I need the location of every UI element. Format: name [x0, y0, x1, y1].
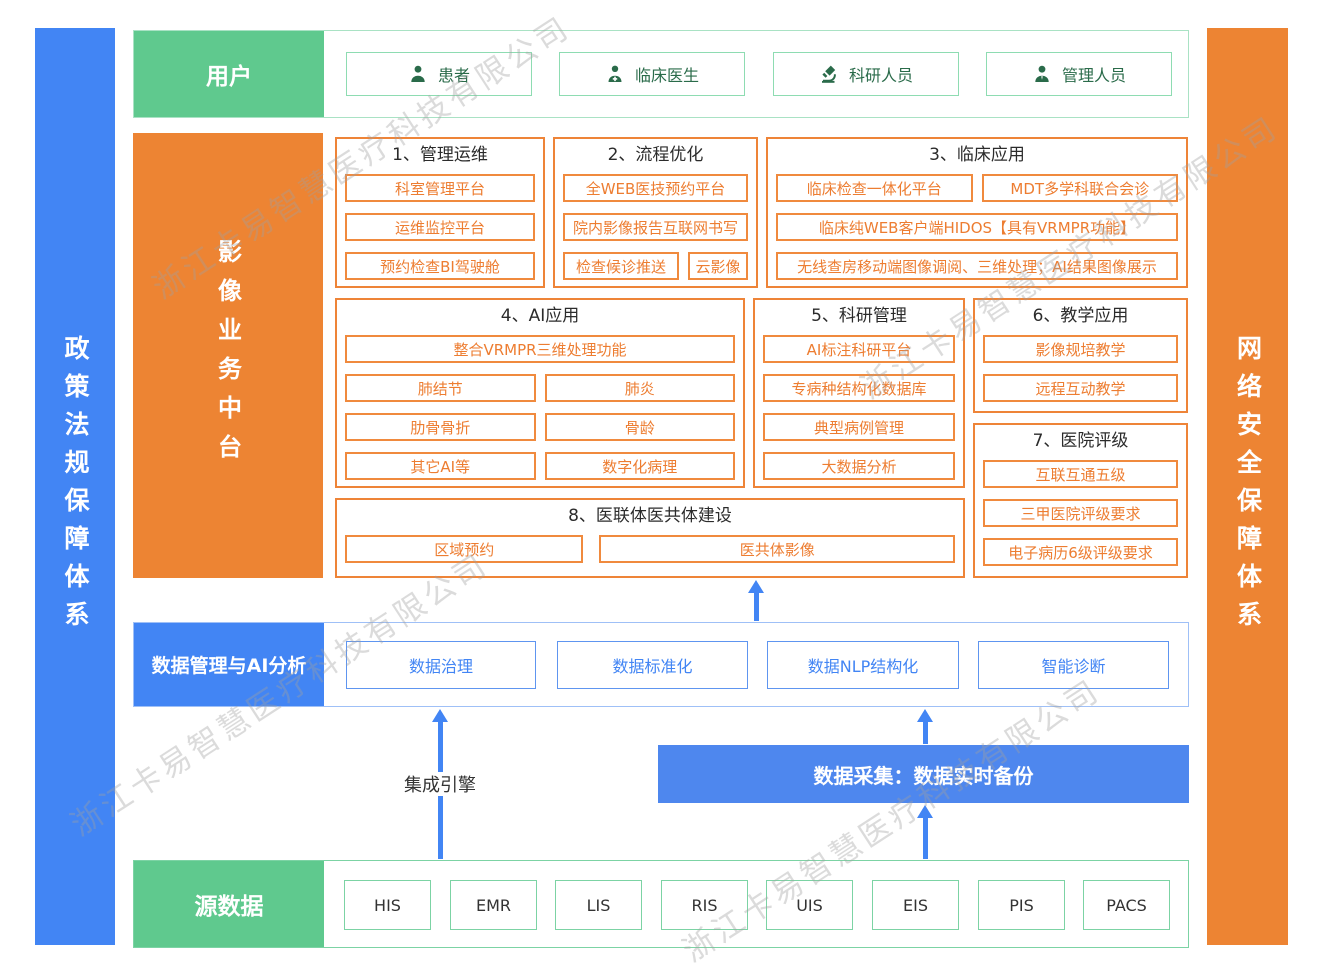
user-researcher-box: 科研人员: [773, 52, 959, 96]
data-management-row: 数据管理与AI分析 数据治理 数据标准化 数据NLP结构化 智能诊断: [133, 622, 1189, 707]
policy-regulation-bar: 政策法规保障体系: [35, 28, 115, 945]
item-ops-monitor-platform: 运维监控平台: [345, 213, 535, 241]
section-6-title: 6、教学应用: [1032, 306, 1129, 326]
manager-icon: [1035, 65, 1049, 82]
source-data-row: 源数据 HIS EMR LIS RIS UIS EIS PIS PACS: [133, 860, 1189, 948]
item-web-client-hidos: 临床纯WEB客户端HIDOS【具有VRMPR功能】: [776, 213, 1178, 241]
item-internet-report-writing: 院内影像报告互联网书写: [563, 213, 748, 241]
user-manager-box: 管理人员: [986, 52, 1172, 96]
item-other-ai: 其它AI等: [345, 452, 536, 480]
network-security-bar: 网络安全保障体系: [1207, 28, 1288, 945]
user-doctor-label: 临床医生: [634, 66, 699, 85]
item-data-nlp-structuring: 数据NLP结构化: [767, 641, 959, 689]
source-uis-box: UIS: [766, 880, 853, 930]
section-8-title: 8、医联体医共体建设: [568, 506, 732, 526]
arrow-integration-head: [432, 709, 448, 722]
user-researcher-label: 科研人员: [848, 66, 913, 85]
arrow-collect-up-head: [917, 709, 933, 722]
item-imaging-training: 影像规培教学: [983, 335, 1178, 363]
item-disease-structured-db: 专病种结构化数据库: [763, 374, 955, 402]
item-clinical-exam-platform: 临床检查一体化平台: [776, 174, 973, 202]
doctor-icon: [608, 65, 622, 82]
user-patient-box: 患者: [346, 52, 532, 96]
users-row: 用户 患者 临床医生 科研人员 管理人员: [133, 30, 1189, 118]
item-pneumonia: 肺炎: [544, 374, 735, 402]
section-medical-alliance: 8、医联体医共体建设 区域预约 医共体影像: [335, 498, 965, 578]
item-lung-nodule: 肺结节: [345, 374, 536, 402]
integration-engine-label: 集成引擎: [398, 772, 482, 796]
item-digital-pathology: 数字化病理: [544, 452, 735, 480]
item-mdt-consultation: MDT多学科联合会诊: [981, 174, 1178, 202]
imaging-platform-label: 影像业务中台: [213, 238, 242, 473]
item-bi-cockpit: 预约检查BI驾驶舱: [345, 252, 535, 280]
item-ai-annotation-platform: AI标注科研平台: [763, 335, 955, 363]
source-ris-box: RIS: [661, 880, 748, 930]
network-security-label: 网络安全保障体系: [1233, 334, 1263, 639]
source-pacs-box: PACS: [1083, 880, 1170, 930]
section-hospital-rating: 7、医院评级 互联互通五级 三甲医院评级要求 电子病历6级评级要求: [973, 423, 1188, 578]
source-emr-box: EMR: [450, 880, 537, 930]
patient-icon: [411, 65, 425, 82]
arrow-up-platform-shaft: [754, 592, 759, 621]
item-grade-a-requirement: 三甲医院评级要求: [983, 499, 1178, 527]
item-regional-booking: 区域预约: [345, 535, 584, 563]
arrow-source-up-head: [917, 805, 933, 818]
section-research-management: 5、科研管理 AI标注科研平台 专病种结构化数据库 典型病例管理 大数据分析: [753, 298, 965, 488]
item-waiting-push: 检查候诊推送: [563, 252, 679, 280]
microscope-icon: [821, 65, 836, 83]
source-his-box: HIS: [344, 880, 431, 930]
item-emr-level6-requirement: 电子病历6级评级要求: [983, 538, 1178, 566]
section-ai-application: 4、AI应用 整合VRMPR三维处理功能 肺结节 肺炎 肋骨骨折 骨龄 其它AI…: [335, 298, 745, 488]
item-remote-teaching: 远程互动教学: [983, 374, 1178, 402]
data-collection-bar: 数据采集：数据实时备份: [658, 745, 1189, 803]
item-dept-mgmt-platform: 科室管理平台: [345, 174, 535, 202]
user-manager-label: 管理人员: [1061, 66, 1126, 85]
section-process-optimization: 2、流程优化 全WEB医技预约平台 院内影像报告互联网书写 检查候诊推送 云影像: [553, 137, 758, 288]
arrow-up-platform-head: [748, 580, 764, 593]
item-big-data-analysis: 大数据分析: [763, 452, 955, 480]
section-management-ops: 1、管理运维 科室管理平台 运维监控平台 预约检查BI驾驶舱: [335, 137, 545, 288]
item-typical-case-mgmt: 典型病例管理: [763, 413, 955, 441]
source-lis-box: LIS: [555, 880, 642, 930]
section-3-title: 3、临床应用: [929, 145, 1025, 165]
item-web-booking-platform: 全WEB医技预约平台: [563, 174, 748, 202]
section-2-title: 2、流程优化: [607, 145, 704, 165]
item-intelligent-diagnosis: 智能诊断: [978, 641, 1169, 689]
source-pis-box: PIS: [978, 880, 1065, 930]
data-management-label: 数据管理与AI分析: [134, 623, 324, 706]
imaging-platform-label-block: 影像业务中台: [133, 133, 323, 578]
section-1-title: 1、管理运维: [392, 145, 488, 165]
arrow-collect-up-shaft: [923, 721, 928, 744]
item-bone-age: 骨龄: [544, 413, 735, 441]
user-doctor-box: 临床医生: [559, 52, 745, 96]
item-interconnect-level5: 互联互通五级: [983, 460, 1178, 488]
policy-regulation-label: 政策法规保障体系: [61, 334, 90, 639]
item-mobile-ward-imaging: 无线查房移动端图像调阅、三维处理；AI结果图像展示: [776, 252, 1178, 280]
item-data-governance: 数据治理: [346, 641, 536, 689]
item-rib-fracture: 肋骨骨折: [345, 413, 536, 441]
users-row-label: 用户: [134, 31, 324, 117]
section-5-title: 5、科研管理: [811, 306, 907, 326]
user-patient-label: 患者: [437, 66, 470, 85]
section-4-title: 4、AI应用: [500, 306, 580, 326]
section-7-title: 7、医院评级: [1032, 431, 1129, 451]
source-data-label: 源数据: [134, 861, 324, 947]
section-clinical-application: 3、临床应用 临床检查一体化平台 MDT多学科联合会诊 临床纯WEB客户端HID…: [766, 137, 1188, 288]
item-vrmpr-3d: 整合VRMPR三维处理功能: [345, 335, 735, 363]
item-community-imaging: 医共体影像: [599, 535, 955, 563]
source-eis-box: EIS: [872, 880, 959, 930]
arrow-source-up-shaft: [923, 817, 928, 859]
item-cloud-imaging: 云影像: [688, 252, 748, 280]
item-data-standardization: 数据标准化: [557, 641, 748, 689]
section-teaching-application: 6、教学应用 影像规培教学 远程互动教学: [973, 298, 1188, 413]
